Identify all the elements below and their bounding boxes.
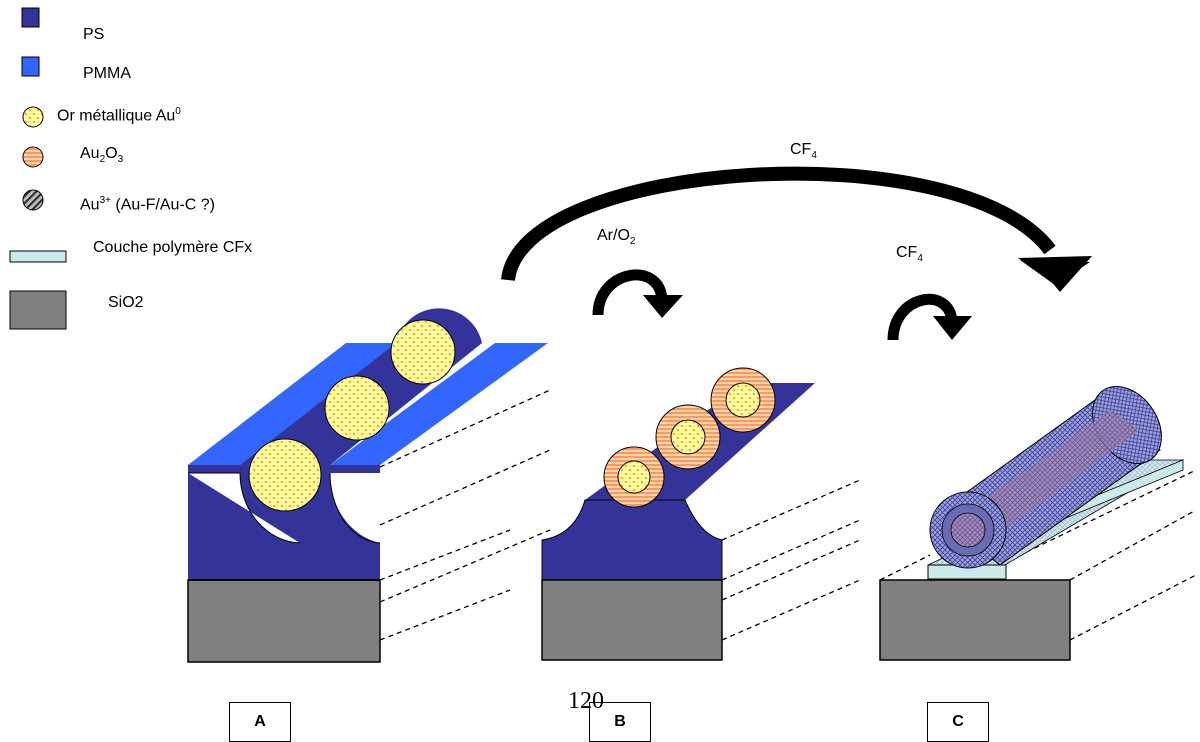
legend-ps-label: PS xyxy=(83,26,105,43)
legend-sio2-swatch xyxy=(9,290,67,330)
legend-oxide-sub1: 2 xyxy=(99,154,106,166)
legend-oxide-au: Au xyxy=(80,145,100,162)
legend-gold-label: Or métallique Au0 xyxy=(57,106,181,125)
panel-label-a: A xyxy=(229,702,291,742)
aro2-sub: 2 xyxy=(629,236,636,248)
panel-b-structure xyxy=(541,367,861,661)
legend-au3-sup: 3+ xyxy=(99,195,111,206)
aro2-text: Ar/O xyxy=(597,227,630,244)
legend-au3-label: Au3+ (Au-F/Au-C ?) xyxy=(80,195,215,214)
legend-gold-text: Or métallique Au xyxy=(57,107,176,125)
legend-pmma-label: PMMA xyxy=(83,65,131,82)
legend-oxide-o: O xyxy=(105,145,118,162)
legend-oxide-icon xyxy=(22,146,44,168)
cf4-right-text: CF xyxy=(896,244,918,261)
legend-au3-text: (Au-F/Au-C ?) xyxy=(110,196,215,214)
legend-pmma-swatch xyxy=(21,56,40,77)
cf4-top-sub: 4 xyxy=(811,150,817,162)
panel-a-structure xyxy=(187,308,551,663)
legend-gold-sup: 0 xyxy=(175,106,181,117)
panel-label-b: B xyxy=(589,702,651,742)
panel-label-c: C xyxy=(927,702,989,742)
legend-cfx-swatch xyxy=(9,250,67,263)
cf4-top-text: CF xyxy=(790,141,812,158)
arrow-cf4-b-to-c xyxy=(887,293,972,341)
legend-ps-swatch xyxy=(21,7,40,28)
cf4-right-sub: 4 xyxy=(917,253,923,265)
legend-oxide-label: Au2O3 xyxy=(80,145,123,165)
legend-oxide-sub2: 3 xyxy=(117,154,124,166)
arrow-aro2 xyxy=(592,269,683,318)
legend-cfx-label: Couche polymère CFx xyxy=(93,239,253,256)
legend-au3-au: Au xyxy=(80,196,100,214)
cf4-top-label: CF4 xyxy=(790,141,817,161)
legend-sio2-label: SiO2 xyxy=(108,294,144,311)
arrow-cf4-a-to-c xyxy=(501,166,1092,292)
page-number: 120 xyxy=(568,688,604,714)
panel-c-structure xyxy=(879,386,1197,661)
legend-au3-icon xyxy=(22,189,44,211)
legend-gold-icon xyxy=(22,106,44,128)
aro2-label: Ar/O2 xyxy=(597,227,635,247)
cf4-right-label: CF4 xyxy=(896,244,923,264)
